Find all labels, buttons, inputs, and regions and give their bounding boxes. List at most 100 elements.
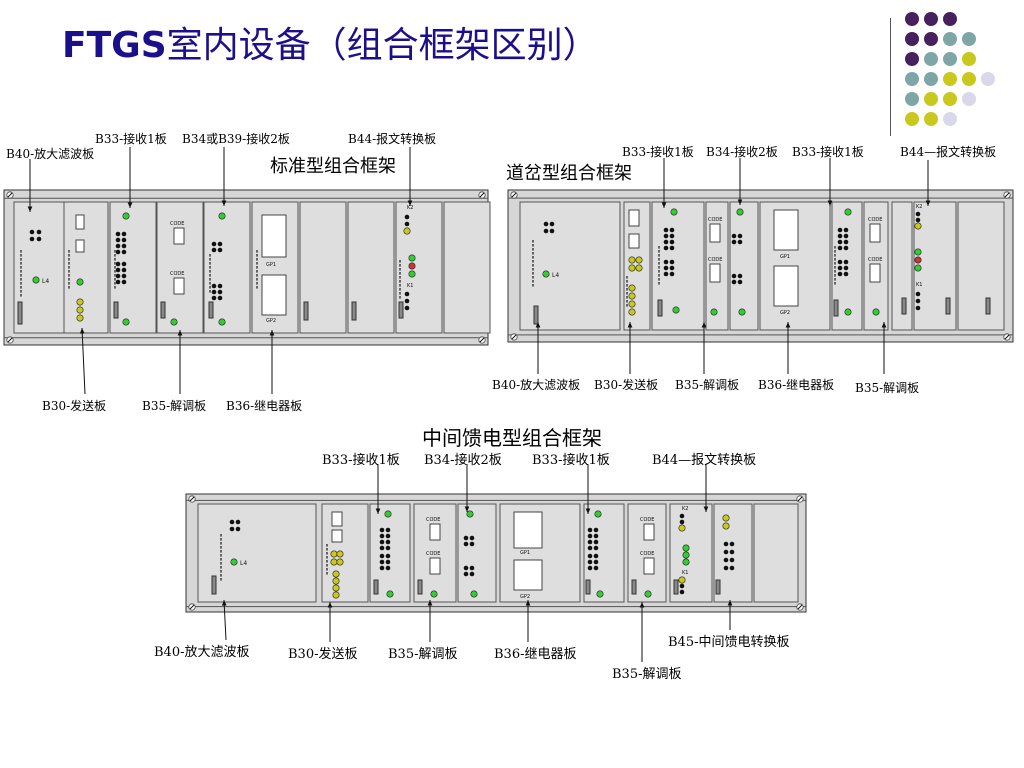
title-prefix: FTGS <box>62 25 167 66</box>
board-code-mark <box>399 276 401 279</box>
board-code-mark <box>626 288 628 291</box>
led-icon <box>408 262 416 270</box>
indicator-dot <box>211 283 217 289</box>
led-icon <box>635 264 643 272</box>
arrowhead-icon <box>925 200 931 206</box>
indicator-dot <box>669 239 675 245</box>
board-text-gp1: GP1 <box>780 254 790 260</box>
screw-slot <box>797 604 803 610</box>
board-code-mark <box>20 290 22 293</box>
board-panel <box>395 201 443 334</box>
indicator-dot <box>469 541 475 547</box>
indicator-dot <box>115 237 121 243</box>
board-code-mark <box>220 570 222 573</box>
board-code-mark <box>68 286 70 289</box>
indicator-dot <box>587 553 593 559</box>
board-panel <box>891 201 913 331</box>
label-mid-b35b: B35-解调板 <box>612 667 682 682</box>
board-code-mark <box>20 286 22 289</box>
board-text-code: CODE <box>708 217 722 223</box>
arrowhead-icon <box>79 328 85 334</box>
indicator-dot <box>235 526 241 532</box>
board-handle <box>673 579 679 595</box>
board-code-mark <box>220 558 222 561</box>
indicator-dot <box>29 229 35 235</box>
arrowhead-icon <box>727 600 733 606</box>
board-code-mark <box>209 262 211 265</box>
board-code-mark <box>834 246 836 249</box>
indicator-dot <box>469 571 475 577</box>
label-std-b40: B40-放大滤波板 <box>6 147 95 161</box>
board-code-mark <box>114 278 116 281</box>
indicator-dot <box>915 291 921 297</box>
decorative-dot <box>905 72 919 86</box>
indicator-dot <box>679 519 685 525</box>
board-code-mark <box>256 262 258 265</box>
board-text-code: CODE <box>708 257 722 263</box>
board-code-mark <box>626 276 628 279</box>
indicator-dot <box>663 271 669 277</box>
indicator-dot <box>837 239 843 245</box>
indicator-dot <box>843 227 849 233</box>
board-code-mark <box>20 262 22 265</box>
indicator-dot <box>115 231 121 237</box>
indicator-dot <box>731 233 737 239</box>
board-text-gp1: GP1 <box>266 262 276 268</box>
board-panel <box>729 201 759 331</box>
led-icon <box>403 227 411 235</box>
section-title-middle: 中间馈电型组合框架 <box>422 426 602 450</box>
arrowhead-icon <box>327 602 333 608</box>
decorative-dot <box>905 92 919 106</box>
indicator-dot <box>587 527 593 533</box>
board-code-mark <box>834 282 836 285</box>
arrowhead-icon <box>427 600 433 606</box>
board-text-k2: K2 <box>682 506 688 512</box>
board-window <box>869 263 881 283</box>
indicator-dot <box>115 267 121 273</box>
indicator-dot <box>115 261 121 267</box>
indicator-dot <box>663 265 669 271</box>
indicator-dot <box>723 541 729 547</box>
arrowhead-icon <box>827 200 833 206</box>
board-handle <box>657 299 663 317</box>
led-icon <box>218 212 226 220</box>
indicator-dot <box>385 539 391 545</box>
board-window <box>331 511 343 527</box>
board-code-mark <box>220 546 222 549</box>
board-code-mark <box>20 278 22 281</box>
led-icon <box>122 212 130 220</box>
led-icon <box>628 300 636 308</box>
led-icon <box>218 318 226 326</box>
board-code-mark <box>256 250 258 253</box>
indicator-dot <box>915 217 921 223</box>
board-panel <box>13 201 71 334</box>
decorative-dot <box>943 112 957 126</box>
board-code-mark <box>399 268 401 271</box>
board-window <box>173 227 185 245</box>
led-icon <box>682 544 690 552</box>
led-icon <box>170 318 178 326</box>
led-icon <box>628 308 636 316</box>
indicator-dot <box>379 539 385 545</box>
board-panel <box>753 503 799 603</box>
led-icon <box>628 256 636 264</box>
indicator-dot <box>115 273 121 279</box>
indicator-dot <box>593 527 599 533</box>
led-icon <box>682 558 690 566</box>
board-code-mark <box>209 286 211 289</box>
decorative-dot <box>905 52 919 66</box>
board-code-mark <box>114 254 116 257</box>
board-code-mark <box>256 282 258 285</box>
label-std-b36: B36-继电器板 <box>226 399 303 413</box>
arrowhead-icon <box>177 330 183 336</box>
board-code-mark <box>626 284 628 287</box>
board-handle <box>208 301 214 319</box>
indicator-dot <box>669 259 675 265</box>
label-turn-b36: B36-继电器板 <box>758 378 835 392</box>
board-code-mark <box>532 240 534 243</box>
label-mid-b35a: B35-解调板 <box>388 647 458 662</box>
board-code-mark <box>114 286 116 289</box>
led-icon <box>682 551 690 559</box>
board-code-mark <box>114 270 116 273</box>
indicator-dot <box>593 545 599 551</box>
